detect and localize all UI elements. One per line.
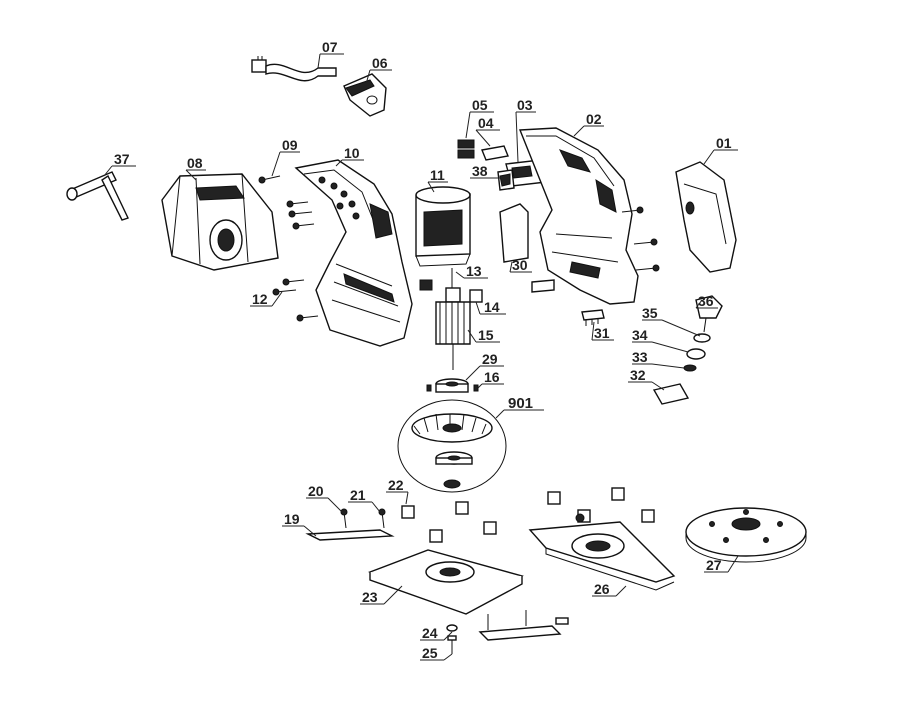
- hex-key-part: [66, 171, 129, 221]
- label-12: 12: [252, 291, 268, 307]
- label-37: 37: [114, 151, 130, 167]
- label-29: 29: [482, 351, 498, 367]
- power-cable-part: [251, 56, 337, 82]
- label-23: 23: [362, 589, 378, 605]
- label-19: 19: [284, 511, 300, 527]
- delta-base-plate-part: [528, 513, 676, 591]
- label-21: 21: [350, 487, 366, 503]
- label-05: 05: [472, 97, 488, 113]
- label-20: 20: [308, 483, 324, 499]
- round-sanding-pad-part: [685, 507, 807, 563]
- bearing-part: [426, 378, 479, 393]
- rotor-part: [435, 268, 471, 370]
- label-16: 16: [484, 369, 500, 385]
- label-14: 14: [484, 299, 500, 315]
- grip-cover-part: [675, 161, 737, 273]
- label-38: 38: [472, 163, 488, 179]
- rectangular-base-plate-part: [367, 549, 524, 615]
- brush-part: [581, 309, 605, 326]
- label-35: 35: [642, 305, 658, 321]
- base-screw-part: [446, 624, 458, 654]
- leader-lines: [103, 53, 739, 661]
- label-31: 31: [594, 325, 610, 341]
- label-901: 901: [508, 395, 533, 412]
- label-33: 33: [632, 349, 648, 365]
- stator-part: [415, 186, 471, 267]
- right-screws-part: [621, 206, 660, 272]
- left-housing-part: [294, 159, 413, 347]
- fastener-stack-part: [652, 295, 723, 405]
- right-housing-part: [518, 127, 639, 305]
- label-24: 24: [422, 625, 438, 641]
- label-02: 02: [586, 111, 602, 127]
- label-04: 04: [478, 115, 494, 131]
- label-03: 03: [517, 97, 533, 113]
- label-11: 11: [430, 167, 445, 183]
- fan-assembly-part: [397, 399, 507, 493]
- label-36: 36: [698, 293, 714, 309]
- label-01: 01: [716, 135, 732, 151]
- label-22: 22: [388, 477, 404, 493]
- label-09: 09: [282, 137, 298, 153]
- label-27: 27: [706, 557, 722, 573]
- label-30: 30: [512, 257, 528, 273]
- label-15: 15: [478, 327, 494, 343]
- paper-clamp-left-part: [305, 508, 395, 541]
- label-25: 25: [422, 645, 438, 661]
- label-13: 13: [466, 263, 482, 279]
- part-labels: 07 06 37 08 09 10 11 05 04 03 38 02 01 3…: [114, 39, 732, 661]
- cable-guard-part: [343, 73, 387, 117]
- label-26: 26: [594, 581, 610, 597]
- label-10: 10: [344, 145, 360, 161]
- label-32: 32: [630, 367, 646, 383]
- label-plate-part: [499, 203, 529, 263]
- label-08: 08: [187, 155, 203, 171]
- label-06: 06: [372, 55, 388, 71]
- label-34: 34: [632, 327, 648, 343]
- paper-clamp-right-part: [478, 610, 569, 641]
- housing-screws-part: [258, 175, 319, 322]
- label-07: 07: [322, 39, 338, 55]
- dust-box-part: [161, 173, 279, 271]
